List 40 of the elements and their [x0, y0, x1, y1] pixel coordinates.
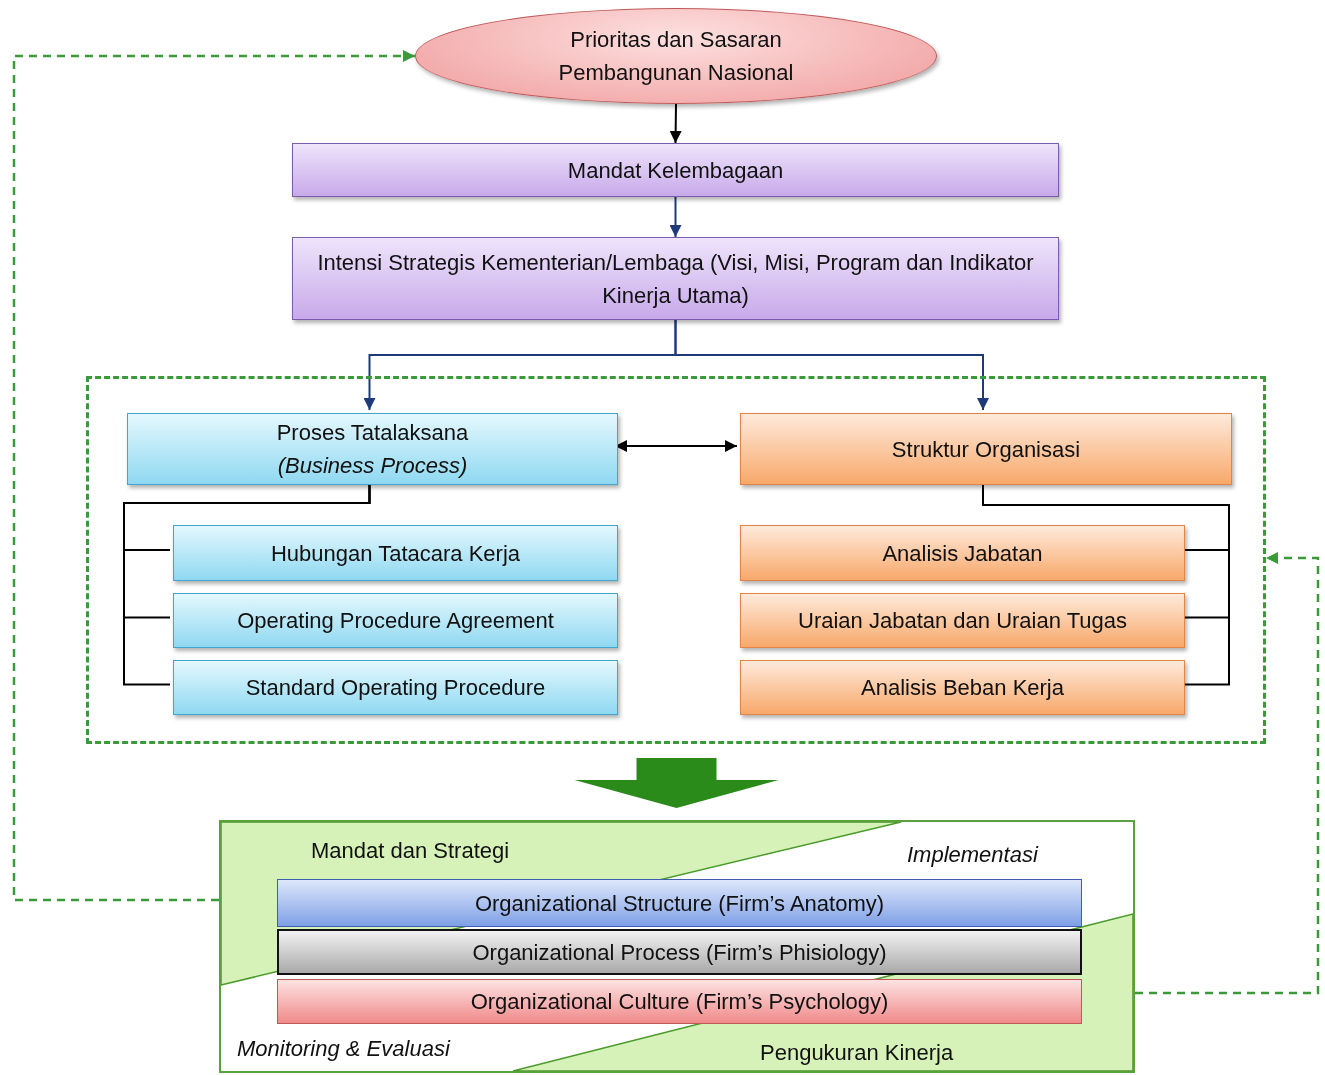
node-label: (Business Process)	[277, 452, 468, 480]
node-label: Prioritas dan Sasaran Pembangunan Nasional	[557, 26, 795, 87]
node-label: Operating Procedure Agreement	[237, 607, 554, 635]
node-label: Analisis Beban Kerja	[861, 674, 1064, 702]
node-label: Mandat dan Strategi	[311, 837, 510, 865]
process-box	[740, 660, 1185, 715]
node-label: Organizational Culture (Firm’s Psychology)	[470, 988, 889, 1016]
node-label: Uraian Jabatan dan Uraian Tugas	[798, 607, 1127, 635]
framework-panel	[219, 820, 1135, 1073]
layer-bar	[277, 929, 1082, 975]
layer-bar	[277, 879, 1082, 927]
node-label: Implementasi	[907, 841, 1038, 869]
process-box	[173, 660, 618, 715]
dashed-arrow	[1135, 552, 1320, 995]
node-label: Proses Tatalaksana	[276, 419, 469, 447]
arrow	[674, 319, 989, 411]
process-box	[127, 413, 618, 485]
node-label: Struktur Organisasi	[891, 435, 1081, 464]
node-label: Organizational Process (Firm’s Phisiology)	[472, 938, 887, 967]
dashed-arrow	[12, 50, 415, 902]
node-label: Monitoring & Evaluasi	[237, 1035, 450, 1063]
process-box	[173, 525, 618, 581]
arrow	[669, 103, 682, 144]
node-label: Organizational Structure (Firm’s Anatomy)	[474, 889, 885, 918]
process-box	[740, 525, 1185, 581]
process-box	[173, 593, 618, 648]
process-box	[292, 143, 1059, 197]
layer-bar	[277, 979, 1082, 1024]
process-box	[740, 413, 1232, 485]
process-box	[292, 237, 1059, 320]
node-label: Analisis Jabatan	[882, 539, 1043, 568]
node-label: Pengukuran Kinerja	[760, 1039, 954, 1067]
node-label: Standard Operating Procedure	[245, 674, 546, 702]
block-arrow	[574, 758, 779, 808]
node-label: Mandat Kelembagaan	[567, 156, 784, 185]
process-box	[740, 593, 1185, 648]
node-label: Hubungan Tatacara Kerja	[270, 539, 521, 568]
group-frame	[86, 376, 1266, 744]
arrow	[669, 196, 682, 238]
node-label: Intensi Strategis Kementerian/Lembaga (Visi, Misi, Program dan Indikator Kinerja Utama)	[316, 248, 1035, 310]
